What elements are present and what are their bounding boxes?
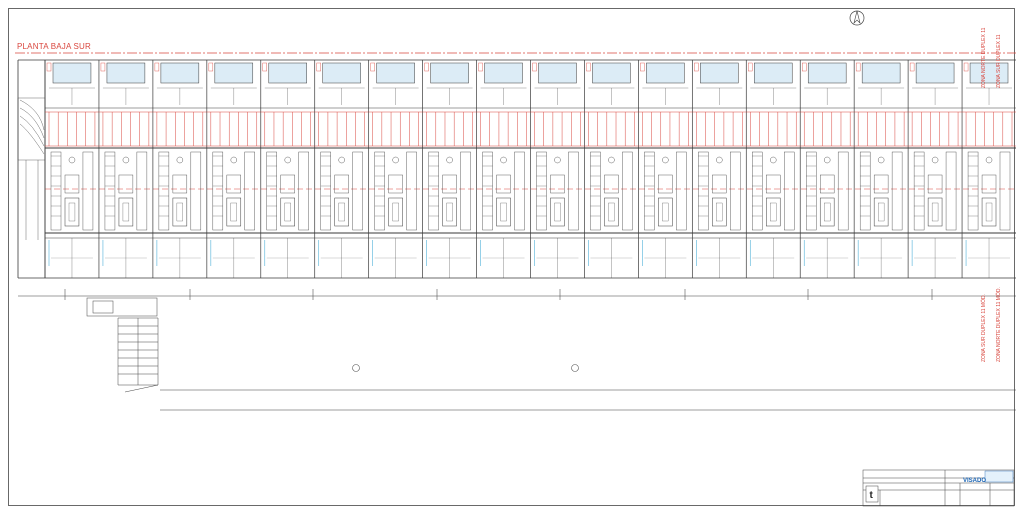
unit-module	[584, 60, 639, 278]
approval-stamp: VISADO	[963, 478, 987, 484]
entrance-stair	[86, 297, 159, 393]
vertical-label-1: ZONA NORTE DUPLEX 11	[981, 27, 987, 88]
unit-module	[853, 60, 909, 278]
unit-module	[691, 60, 747, 278]
stair-block-left	[17, 97, 46, 240]
lamp-base	[352, 364, 360, 372]
logo-icon: t	[865, 485, 879, 503]
unit-module	[368, 60, 423, 278]
unit-module	[152, 60, 207, 278]
stamp-box	[984, 470, 1014, 483]
vertical-label-4: ZONA NORTE DUPLEX 11 MÓD.	[996, 287, 1002, 362]
unit-module	[745, 60, 801, 278]
unit-module	[799, 60, 855, 278]
sheet-border	[8, 8, 1015, 506]
lamp-base	[571, 364, 579, 372]
unit-module	[638, 60, 693, 278]
unit-module	[98, 60, 153, 278]
street-lamps	[64, 289, 933, 372]
vertical-label-3: ZONA SUR DUPLEX 11 MÓD.	[981, 294, 987, 362]
unit-module	[907, 60, 963, 278]
housing-units	[44, 60, 1016, 278]
drawing-title: PLANTA BAJA SUR	[17, 42, 91, 51]
unit-module	[314, 60, 369, 278]
svg-text:t: t	[870, 490, 874, 501]
vertical-label-2: ZONA SUR DUPLEX 11	[996, 34, 1002, 88]
unit-module	[260, 60, 315, 278]
north-arrow-icon	[849, 10, 865, 26]
unit-module	[44, 60, 99, 278]
building-outline	[17, 59, 1016, 411]
unit-module	[961, 60, 1016, 278]
unit-module	[206, 60, 261, 278]
title-block	[862, 469, 1015, 507]
unit-module	[530, 60, 585, 278]
unit-module	[476, 60, 531, 278]
unit-module	[422, 60, 477, 278]
